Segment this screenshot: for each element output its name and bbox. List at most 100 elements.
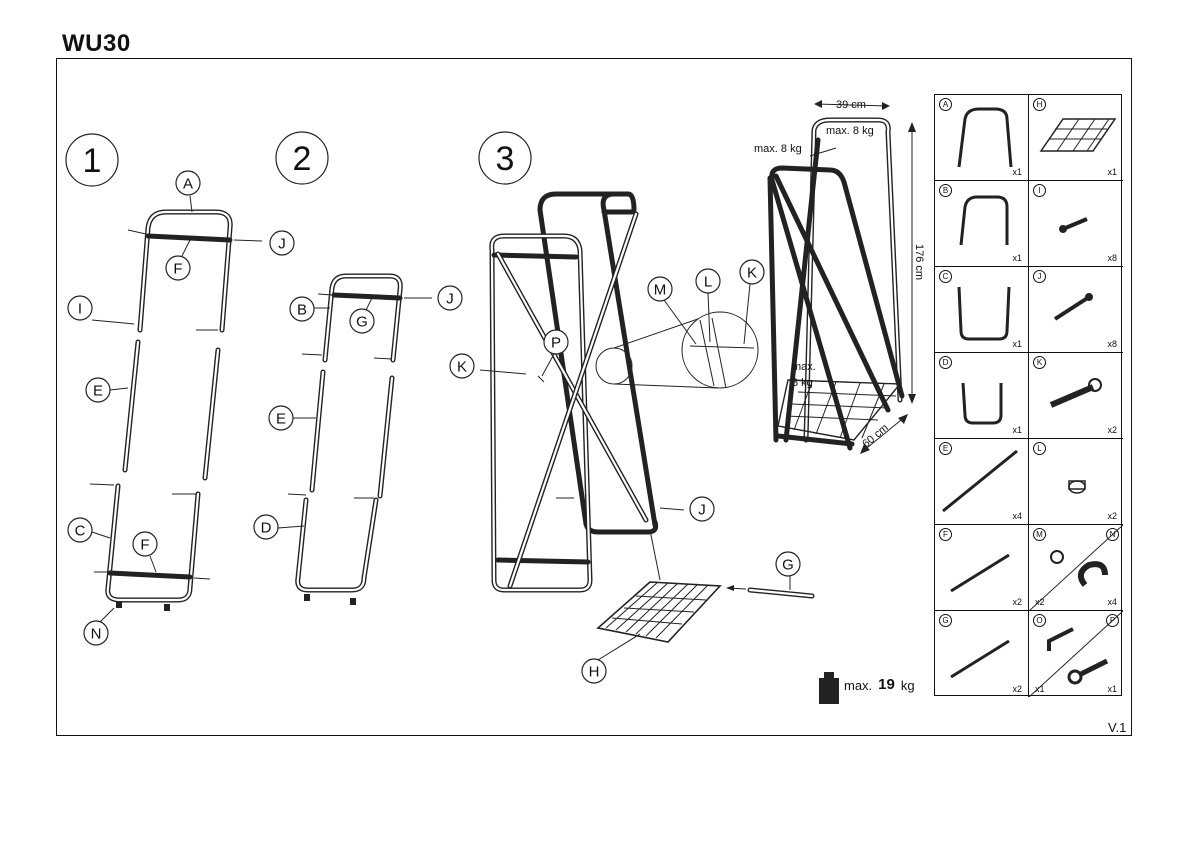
- callout-letter: G: [782, 557, 794, 574]
- top-load-label: max. 8 kg: [826, 125, 874, 137]
- part-quantity: x2: [1035, 597, 1045, 607]
- part-quantity: x8: [1107, 253, 1117, 263]
- part-quantity: x4: [1107, 597, 1117, 607]
- callout-letter: N: [91, 626, 102, 643]
- bottom-u-frame-icon: [957, 286, 1011, 341]
- part-letter: E: [939, 442, 952, 455]
- callout-g2: G: [775, 551, 801, 590]
- assembled-rack-drawing: [767, 100, 916, 454]
- callout-f: F: [165, 239, 191, 281]
- callout-c: C: [67, 517, 111, 543]
- step-2-frame-drawing: [287, 273, 432, 605]
- callout-letter: P: [551, 335, 561, 352]
- shelf-drawing: [596, 581, 815, 643]
- callout-letter: E: [276, 411, 286, 428]
- part-quantity: x2: [1012, 597, 1022, 607]
- part-letter: P: [1106, 614, 1119, 627]
- callout-letter: J: [446, 291, 454, 308]
- part-letter: O: [1033, 614, 1046, 627]
- callout-m: M: [647, 276, 697, 345]
- callout-f2: F: [132, 531, 158, 573]
- tube-icon: [942, 449, 1018, 513]
- width-label: 39 cm: [836, 99, 866, 111]
- shelf-load-label: max.: [792, 361, 816, 373]
- part-letter: K: [1033, 356, 1046, 369]
- bolt-icon: [1049, 378, 1102, 408]
- part-letter: G: [939, 614, 952, 627]
- grid-shelf-icon: [1039, 118, 1117, 152]
- callout-letter: H: [589, 664, 600, 681]
- callout-h: H: [581, 633, 641, 684]
- callout-letter: I: [78, 301, 82, 318]
- part-quantity: x1: [1107, 684, 1117, 694]
- callout-j: J: [437, 285, 463, 311]
- part-letter: F: [939, 528, 952, 541]
- callout-letter: G: [356, 314, 368, 331]
- step-1-marker: 1: [65, 133, 119, 187]
- part-quantity: x1: [1012, 425, 1022, 435]
- short-bottom-frame-icon: [961, 382, 1003, 425]
- callout-letter: K: [747, 265, 757, 282]
- part-letter: J: [1033, 270, 1046, 283]
- step-number: 1: [83, 142, 102, 180]
- part-letter: H: [1033, 98, 1046, 111]
- max-load-label: max. 19 kg: [818, 676, 915, 693]
- step-3-marker: 3: [478, 131, 532, 185]
- part-letter: L: [1033, 442, 1046, 455]
- part-quantity: x8: [1107, 339, 1117, 349]
- callout-p: P: [541, 329, 569, 377]
- callout-g: G: [349, 297, 375, 334]
- part-quantity: x1: [1107, 167, 1117, 177]
- part-letter: A: [939, 98, 952, 111]
- small-u-frame-icon: [959, 195, 1009, 246]
- callout-letter: L: [704, 274, 712, 291]
- callout-letter: E: [93, 383, 103, 400]
- callout-d: D: [253, 514, 305, 540]
- callout-letter: F: [173, 261, 182, 278]
- long-screw-icon: [1053, 293, 1093, 321]
- callout-l: L: [695, 268, 721, 343]
- step-1-frame-drawing: [89, 209, 263, 611]
- large-u-frame-icon: [957, 107, 1013, 168]
- step-number: 3: [496, 140, 515, 178]
- callout-letter: D: [261, 520, 272, 537]
- part-letter: B: [939, 184, 952, 197]
- shelf-load-value: 3 kg: [792, 377, 813, 389]
- callout-j: J: [269, 230, 295, 256]
- callout-letter: C: [75, 523, 86, 540]
- part-letter: C: [939, 270, 952, 283]
- callout-a: A: [175, 170, 201, 213]
- version-label: V.1: [1108, 720, 1127, 735]
- document-title: WU30: [62, 30, 131, 57]
- height-label: 176 cm: [913, 244, 925, 280]
- max-load-unit: kg: [900, 678, 915, 693]
- part-quantity: x2: [1107, 425, 1117, 435]
- part-quantity: x1: [1012, 253, 1022, 263]
- callout-k2: K: [449, 353, 475, 379]
- callout-letter: B: [297, 302, 307, 319]
- short-tube-icon: [950, 553, 1010, 593]
- short-tube-icon: [950, 639, 1010, 679]
- step-2-marker: 2: [275, 131, 329, 185]
- callout-k: K: [739, 259, 765, 345]
- step-number: 2: [293, 140, 312, 178]
- upper-load-label: max. 8 kg: [754, 143, 802, 155]
- max-load-value: 19: [878, 676, 895, 693]
- part-quantity: x4: [1012, 511, 1022, 521]
- max-load-prefix: max.: [844, 678, 873, 693]
- part-letter: M: [1033, 528, 1046, 541]
- part-quantity: x2: [1107, 511, 1117, 521]
- callout-n: N: [83, 607, 115, 646]
- part-letter: D: [939, 356, 952, 369]
